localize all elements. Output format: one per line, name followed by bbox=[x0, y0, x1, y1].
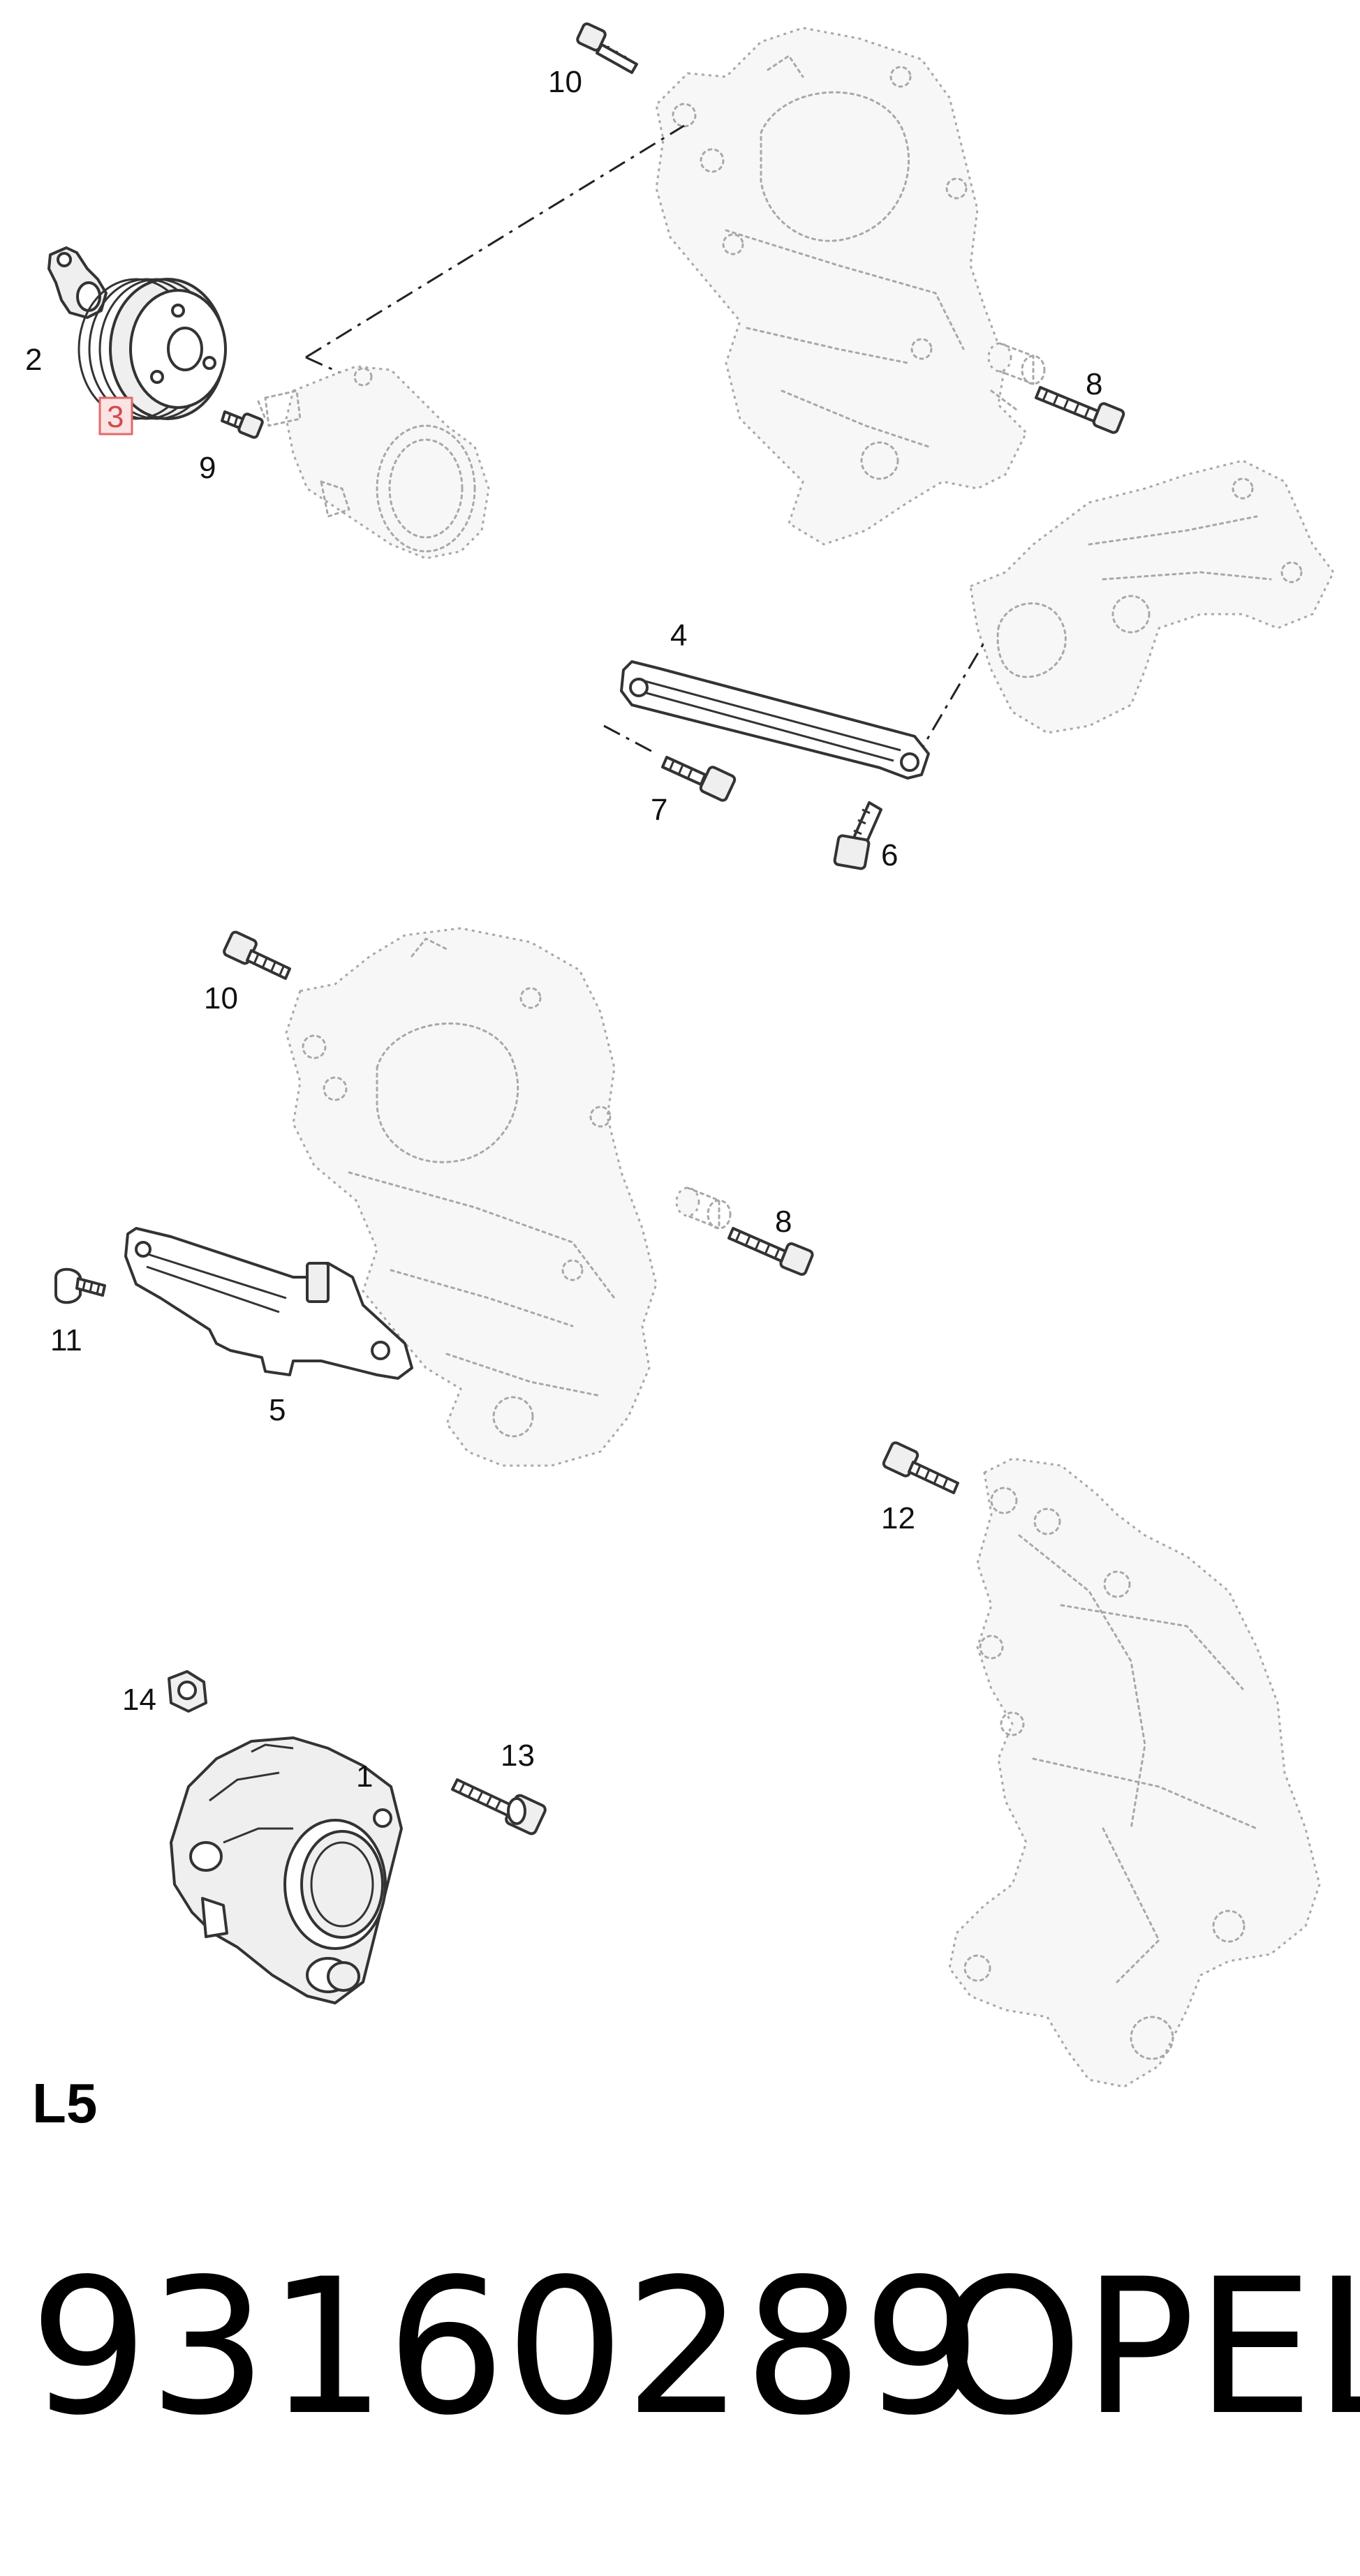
bracket-5[interactable] bbox=[124, 1227, 413, 1380]
callout-2: 2 bbox=[25, 343, 42, 377]
bolt-9[interactable] bbox=[221, 410, 264, 439]
bolt-11[interactable] bbox=[54, 1267, 106, 1304]
callout-12: 12 bbox=[881, 1501, 915, 1535]
leader-line-bracket-mount bbox=[913, 641, 986, 761]
bolt-10-middle[interactable] bbox=[223, 930, 291, 980]
bolt-13[interactable] bbox=[451, 1778, 547, 1836]
bolt-8-top[interactable] bbox=[1035, 386, 1125, 434]
callout-13: 13 bbox=[501, 1739, 535, 1773]
callout-1: 1 bbox=[356, 1759, 373, 1794]
vacuum-pump-1[interactable] bbox=[170, 1736, 403, 2004]
nut-14[interactable] bbox=[168, 1670, 207, 1713]
variant-code: L5 bbox=[32, 2072, 98, 2134]
brand-name: OPEL bbox=[936, 2239, 1360, 2457]
leader-line-bolt7 bbox=[603, 724, 657, 755]
callout-8-middle: 8 bbox=[775, 1205, 792, 1239]
ghost-mount-right-top bbox=[969, 459, 1335, 734]
callout-10-middle: 10 bbox=[204, 981, 238, 1015]
callout-9: 9 bbox=[199, 451, 216, 485]
callout-8-top: 8 bbox=[1086, 367, 1102, 401]
part-number: 93160289 bbox=[29, 2239, 982, 2457]
callout-5: 5 bbox=[269, 1393, 286, 1427]
ghost-engine-bracket-middle bbox=[285, 927, 658, 1467]
bolt-7[interactable] bbox=[661, 756, 737, 802]
bolt-10-top[interactable] bbox=[576, 22, 638, 74]
callout-6: 6 bbox=[881, 838, 898, 872]
vacuum-pump-top bbox=[257, 365, 490, 560]
bracket-4[interactable] bbox=[620, 660, 930, 780]
bolt-6[interactable] bbox=[833, 801, 882, 870]
ghost-mount-bottom-right bbox=[948, 1457, 1321, 2088]
flange-2[interactable] bbox=[47, 246, 108, 319]
callout-14: 14 bbox=[122, 1683, 156, 1717]
callout-11: 11 bbox=[50, 1323, 82, 1357]
bolt-8-middle[interactable] bbox=[727, 1227, 814, 1276]
callout-3-highlight bbox=[98, 396, 133, 435]
pulley-3[interactable] bbox=[77, 278, 227, 420]
leader-line-pump-bracket bbox=[305, 124, 685, 378]
ghost-engine-bracket-top bbox=[655, 27, 1028, 546]
callout-3[interactable]: 3 bbox=[107, 400, 124, 434]
callout-4: 4 bbox=[670, 618, 687, 653]
bolt-12[interactable] bbox=[882, 1441, 959, 1494]
sleeve-8-middle bbox=[675, 1186, 732, 1230]
callout-10-top: 10 bbox=[548, 65, 582, 99]
callout-7: 7 bbox=[651, 793, 667, 827]
sleeve-8-top bbox=[987, 342, 1046, 385]
